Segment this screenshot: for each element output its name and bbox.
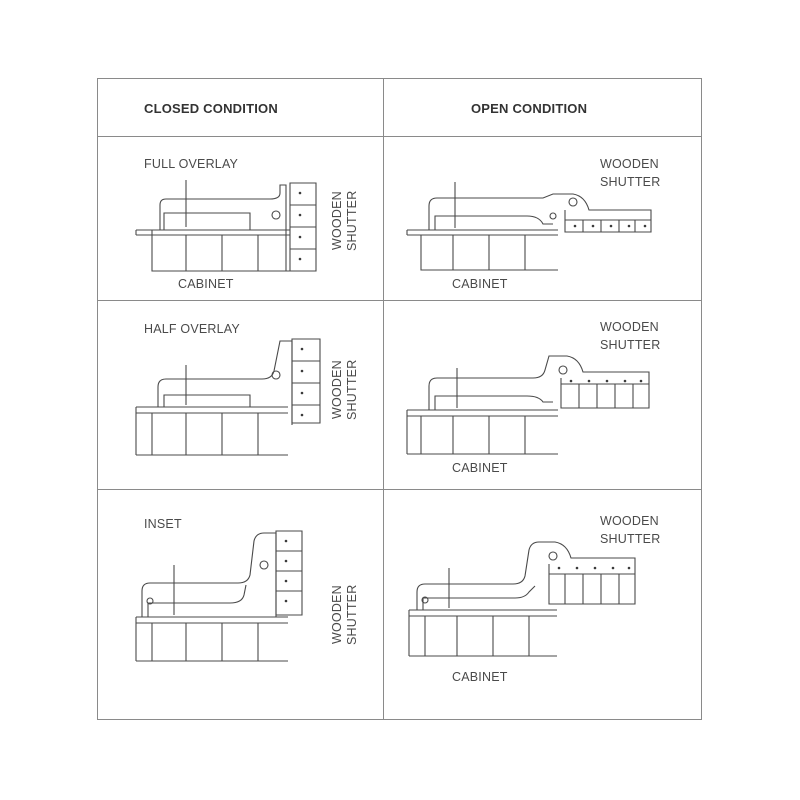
table-frame xyxy=(97,78,702,720)
header-divider xyxy=(97,136,702,137)
full-overlay-closed-drawing xyxy=(135,180,317,272)
inset-closed-shutter-label: WOODEN SHUTTER xyxy=(330,584,359,646)
closed-condition-header: CLOSED CONDITION xyxy=(144,101,278,116)
half-overlay-label: HALF OVERLAY xyxy=(144,322,240,336)
half-overlay-closed-shutter-label: WOODEN SHUTTER xyxy=(330,359,359,421)
full-overlay-open-cabinet-label: CABINET xyxy=(452,277,508,291)
half-overlay-open-drawing xyxy=(406,355,650,455)
full-overlay-closed-shutter-label: WOODEN SHUTTER xyxy=(330,190,359,252)
open-condition-header: OPEN CONDITION xyxy=(471,101,588,116)
full-overlay-open-drawing xyxy=(406,182,652,271)
full-overlay-label: FULL OVERLAY xyxy=(144,157,239,171)
row-divider-1 xyxy=(97,300,702,301)
inset-label: INSET xyxy=(144,517,182,531)
full-overlay-closed-cabinet-label: CABINET xyxy=(178,277,234,291)
hinge-condition-table: CLOSED CONDITION OPEN CONDITION xyxy=(97,78,702,720)
full-overlay-open-shutter-label: WOODEN SHUTTER xyxy=(600,157,661,189)
row-divider-2 xyxy=(97,489,702,490)
half-overlay-open-cabinet-label: CABINET xyxy=(452,461,508,475)
column-divider xyxy=(383,78,384,720)
inset-open-drawing xyxy=(408,541,636,657)
inset-closed-drawing xyxy=(135,530,303,662)
inset-open-cabinet-label: CABINET xyxy=(452,670,508,684)
half-overlay-open-shutter-label: WOODEN SHUTTER xyxy=(600,320,661,352)
inset-open-shutter-label: WOODEN SHUTTER xyxy=(600,514,661,546)
half-overlay-closed-drawing xyxy=(135,338,321,456)
